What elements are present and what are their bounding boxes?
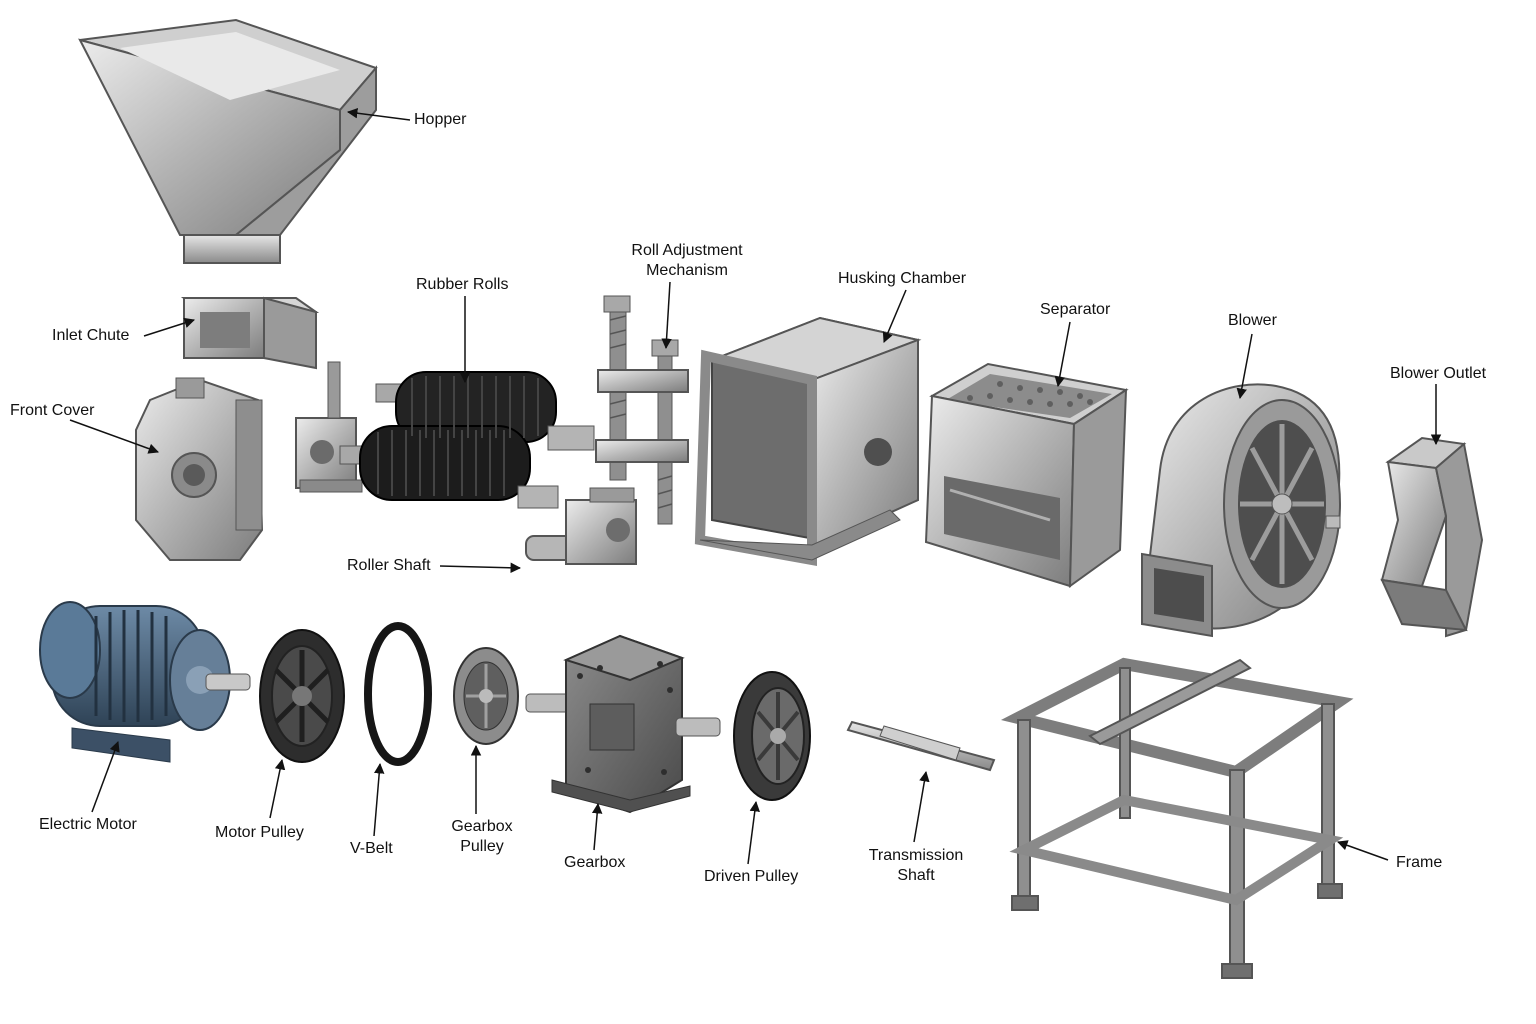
label-gearbox-pulley: Gearbox Pulley	[440, 817, 524, 857]
bearing-block	[295, 361, 363, 493]
label-husking-chamber: Husking Chamber	[838, 270, 967, 287]
label-front-cover: Front Cover	[10, 402, 95, 419]
label-roll-adjustment-line2: Mechanism	[646, 262, 728, 279]
gearbox	[525, 634, 721, 814]
hopper	[78, 18, 378, 264]
electric-motor	[39, 601, 251, 763]
label-motor-pulley: Motor Pulley	[215, 824, 304, 841]
v-belt	[364, 622, 432, 766]
blower-outlet	[1380, 436, 1484, 638]
label-rubber-rolls: Rubber Rolls	[416, 276, 509, 293]
label-transmission-shaft-line1: Transmission	[868, 847, 964, 864]
label-gearbox-pulley-line1: Gearbox	[451, 818, 513, 835]
label-inlet-chute: Inlet Chute	[52, 327, 130, 344]
rubber-rolls	[339, 371, 595, 509]
blower	[1141, 383, 1341, 638]
label-driven-pulley: Driven Pulley	[704, 868, 799, 885]
label-frame: Frame	[1396, 854, 1443, 871]
label-gearbox-pulley-line2: Pulley	[460, 838, 504, 855]
driven-pulley	[733, 671, 811, 801]
label-roll-adjustment-mechanism: Roll Adjustment Mechanism	[622, 241, 752, 281]
label-roll-adjustment-line1: Roll Adjustment	[631, 242, 743, 259]
husking-chamber	[694, 316, 922, 566]
transmission-shaft	[846, 720, 996, 772]
label-hopper: Hopper	[414, 111, 467, 128]
label-transmission-shaft-line2: Shaft	[897, 867, 935, 884]
label-blower-outlet: Blower Outlet	[1390, 365, 1487, 382]
front-cover	[135, 377, 264, 561]
label-gearbox: Gearbox	[564, 854, 626, 871]
label-roller-shaft: Roller Shaft	[347, 557, 431, 574]
separator	[924, 362, 1129, 588]
roll-adjustment-mechanism	[595, 295, 689, 525]
label-separator: Separator	[1040, 301, 1111, 318]
roller-shaft-block	[525, 487, 637, 565]
frame	[1000, 657, 1354, 979]
label-transmission-shaft: Transmission Shaft	[862, 846, 970, 886]
gearbox-pulley	[453, 647, 519, 745]
label-blower: Blower	[1228, 312, 1277, 329]
motor-pulley	[259, 629, 345, 763]
label-electric-motor: Electric Motor	[39, 816, 137, 833]
label-v-belt: V-Belt	[350, 840, 393, 857]
leader-lines	[69, 108, 1442, 865]
inlet-chute	[180, 296, 320, 370]
